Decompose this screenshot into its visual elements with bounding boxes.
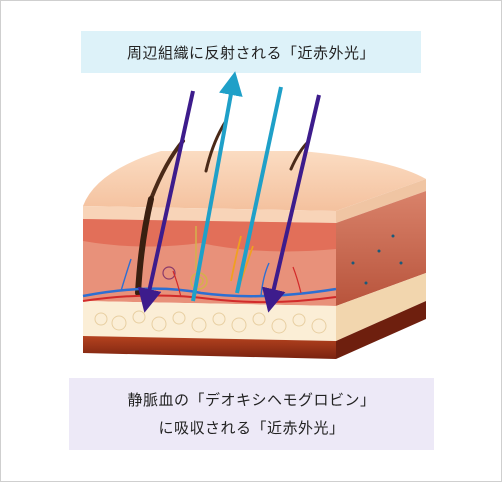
capillary-artery xyxy=(172,266,302,298)
muscle-base-front xyxy=(83,336,336,359)
vein xyxy=(82,287,337,298)
artery xyxy=(82,294,337,304)
capillary-vein xyxy=(120,258,270,297)
reflected-light-caption-text: 周辺組織に反射される「近赤外光」 xyxy=(126,43,375,62)
skin-right-face xyxy=(336,191,426,306)
absorbed-light-caption-line2: に吸収される「近赤外光」 xyxy=(158,419,345,437)
incident-light-arrow xyxy=(235,86,283,294)
fat-layer-front xyxy=(83,301,336,341)
absorbed-light-arrow-2 xyxy=(262,94,321,313)
fat-right-face xyxy=(336,273,426,341)
absorbed-light-caption-line1: 静脈血の「デオキシヘモグロビン」 xyxy=(127,391,376,409)
pores xyxy=(351,234,403,285)
absorbed-light-caption: 静脈血の「デオキシヘモグロビン」 に吸収される「近赤外光」 xyxy=(69,378,434,450)
epidermis-right xyxy=(336,179,426,223)
reflected-light-caption: 周辺組織に反射される「近赤外光」 xyxy=(81,31,421,73)
hair-follicle-left xyxy=(135,196,154,296)
reflected-light-arrow xyxy=(191,71,243,302)
gland-cluster xyxy=(162,266,176,280)
base-right-face xyxy=(336,301,426,359)
absorbed-light-arrow-1 xyxy=(137,90,195,313)
